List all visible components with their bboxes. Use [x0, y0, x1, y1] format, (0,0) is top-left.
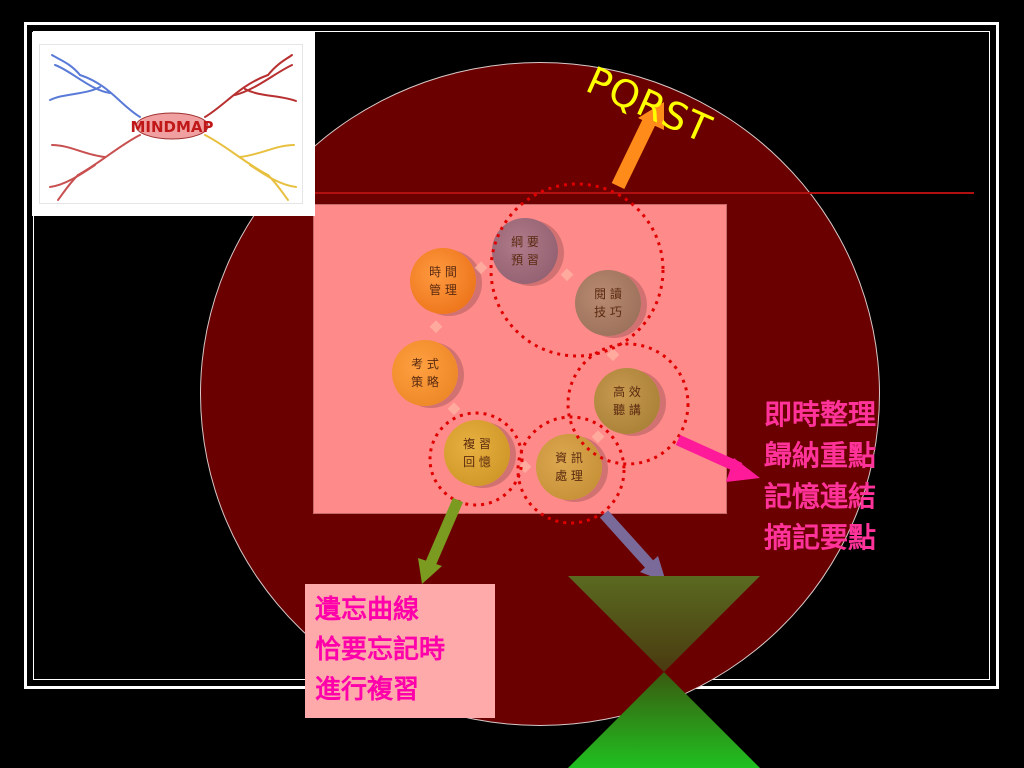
branch-yellow: [204, 134, 297, 201]
keypoint-item: 歸納重點: [764, 439, 877, 472]
highlight-rings: [428, 182, 690, 525]
cycle-connectors: [429, 261, 620, 474]
forgetting-curve-box: 遺忘曲線 恰要忘記時 進行複習: [305, 584, 495, 718]
keypoint-item: 摘記要點: [764, 521, 877, 554]
ring-listening: [566, 342, 690, 466]
keypoint-item: 即時整理: [764, 398, 877, 431]
forgetting-line: 進行複習: [315, 675, 420, 705]
mindmap-logo-text: MINDMAP: [130, 118, 213, 136]
branch-red-left: [49, 134, 141, 201]
ring-review: [428, 411, 524, 507]
hourglass-bottom: [568, 672, 760, 768]
arrow-to-hourglass: [599, 510, 666, 582]
node-time-management: 時 間 管 理: [410, 248, 476, 314]
node-efficient-listening: 高 效 聽 講: [594, 368, 660, 434]
forgetting-line: 遺忘曲線: [315, 595, 420, 625]
arrow-to-pqrst: [611, 102, 664, 190]
node-exam-strategy: 考 式 策 略: [392, 340, 458, 406]
ring-info: [516, 415, 626, 525]
hourglass-top: [568, 576, 760, 672]
arrow-to-right-list: [675, 434, 760, 482]
branch-red-right: [204, 54, 297, 118]
node-info-processing: 資 訊 處 理: [536, 434, 602, 500]
node-reading-skills: 閱 讀 技 巧: [575, 270, 641, 336]
ring-reading: [489, 182, 665, 358]
node-review-recall: 複 習 回 憶: [444, 420, 510, 486]
mindmap-branches: MINDMAP: [49, 54, 297, 201]
arrow-to-left-box: [418, 497, 464, 584]
divider-line: [314, 192, 974, 194]
branch-blue: [49, 54, 141, 118]
mindmap-image-frame: MINDMAP: [39, 44, 303, 204]
mindmap-thumbnail: MINDMAP: [32, 32, 315, 216]
keypoint-item: 記憶連結: [764, 480, 877, 513]
forgetting-line: 恰要忘記時: [315, 635, 446, 665]
right-keypoints-list: 即時整理 歸納重點 記憶連結 摘記要點: [764, 394, 876, 558]
